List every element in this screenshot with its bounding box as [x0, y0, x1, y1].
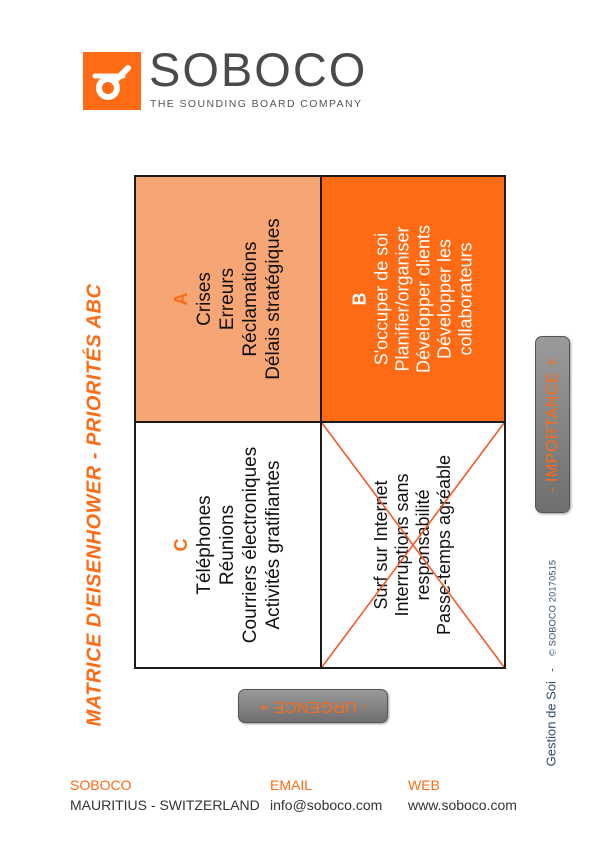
logo-symbol [92, 65, 131, 100]
quadrant-b-item: Développer clients [413, 224, 434, 374]
quadrant-a-item: Réclamations [239, 241, 261, 357]
side-footer-separator: - [546, 668, 559, 672]
quadrant-b-item: Planifier/organiser [392, 226, 413, 372]
quadrant-a-letter: A [171, 292, 192, 306]
company-locations: MAURITIUS - SWITZERLAND [70, 797, 260, 813]
quadrant-d: Surf sur Internet Interruptions sans res… [320, 421, 506, 669]
urgence-label: - URGENCE + [258, 698, 368, 715]
quadrant-a: A Crises Erreurs Réclamations Délais str… [134, 175, 322, 423]
quadrant-c-content: C Téléphones Réunions Courriers électron… [171, 447, 285, 643]
quadrant-a-item: Erreurs [216, 267, 238, 331]
importance-label: - IMPORTANCE + [543, 356, 561, 493]
quadrant-b-item: S'occuper de soi [371, 232, 392, 366]
quadrant-b-item: collaborateurs [455, 242, 476, 356]
quadrant-c: C Téléphones Réunions Courriers électron… [134, 421, 322, 669]
web-label: WEB [408, 777, 440, 793]
side-footer: Gestion de Soi - © SOBOCO 20170515 [544, 560, 559, 767]
urgence-axis-button: - URGENCE + [238, 689, 388, 723]
email-link[interactable]: info@soboco.com [270, 797, 383, 813]
quadrant-c-item: Réunions [216, 504, 238, 586]
soboco-logo-icon [83, 52, 141, 110]
email-label: EMAIL [270, 777, 313, 793]
quadrant-b-letter: B [349, 292, 370, 306]
quadrant-c-item: Téléphones [193, 495, 215, 595]
cross-out-icon [322, 423, 504, 667]
quadrant-a-content: A Crises Erreurs Réclamations Délais str… [171, 218, 285, 380]
quadrant-c-item: Activités gratifiantes [262, 460, 284, 630]
quadrant-b-item: Développer les [434, 238, 455, 360]
quadrant-b: B S'occuper de soi Planifier/organiser D… [320, 175, 506, 423]
quadrant-b-content: B S'occuper de soi Planifier/organiser D… [350, 225, 477, 373]
quadrant-c-letter: C [171, 538, 192, 552]
quadrant-a-item: Délais stratégiques [262, 218, 284, 380]
quadrant-c-item: Courriers électroniques [239, 446, 261, 644]
quadrant-a-item: Crises [193, 272, 215, 326]
importance-axis-button: - IMPORTANCE + [535, 336, 570, 513]
page-title: MATRICE D'EISENHOWER - PRIORITÉS ABC [83, 283, 106, 727]
side-footer-copyright: © SOBOCO 20170515 [547, 559, 558, 656]
company-label: SOBOCO [70, 777, 132, 793]
web-link[interactable]: www.soboco.com [408, 797, 517, 813]
logo-wordmark: SOBOCO [149, 43, 368, 96]
logo-tagline: THE SOUNDING BOARD COMPANY [150, 98, 363, 110]
side-footer-main: Gestion de Soi [543, 681, 559, 767]
